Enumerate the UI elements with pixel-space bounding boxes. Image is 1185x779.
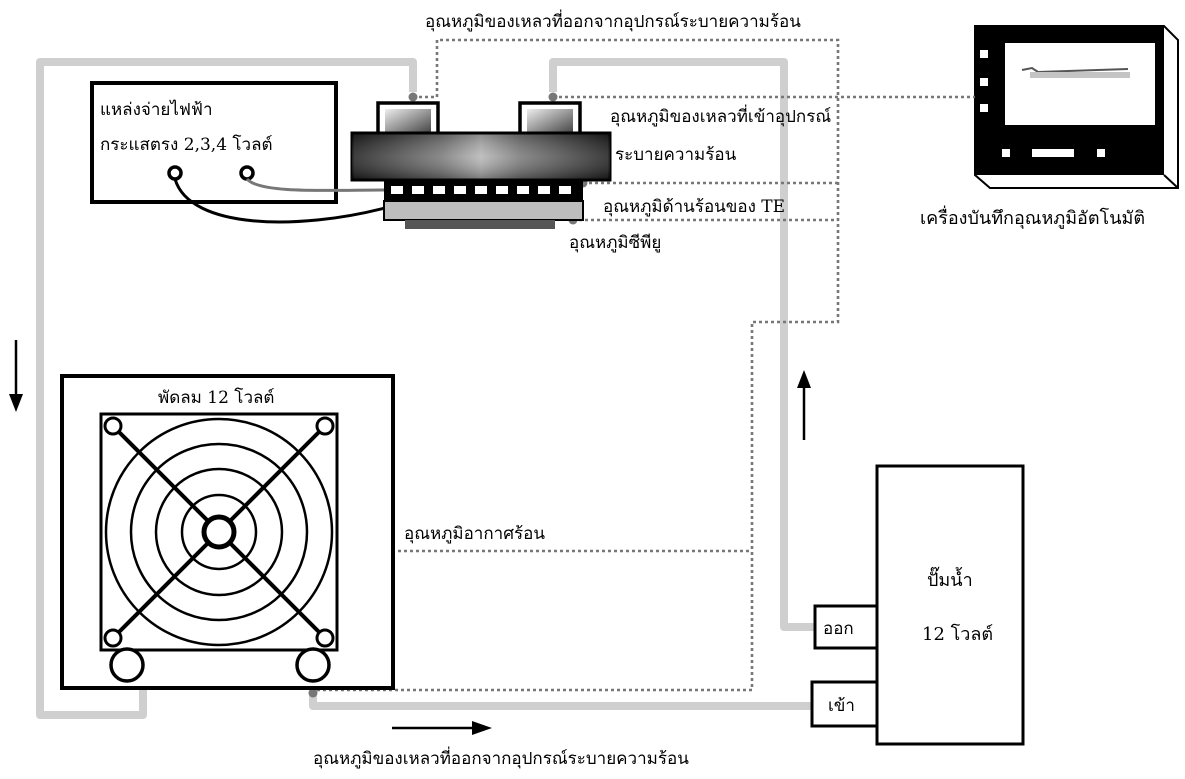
hot-air-temp-label: อุณหภูมิอากาศร้อน [404, 524, 545, 544]
outlet-temp-label-top: อุณหภูมิของเหลวที่ออกจากอุปกรณ์ระบายความ… [425, 9, 801, 32]
power-cable-grey [245, 177, 386, 192]
cpu-plate [383, 200, 584, 221]
arrow-down-icon [9, 340, 23, 412]
water-pump: ปั๊มน้ำ 12 โวลต์ ออก เข้า [810, 464, 1025, 746]
te-hot-side-temp-label: อุณหภูมิด้านร้อนของ TE [603, 197, 785, 217]
fan-screw-hole [315, 416, 335, 436]
fan-pipe-connector-right [295, 647, 331, 683]
power-supply-title: แหล่งจ่ายไฟฟ้า [100, 99, 213, 120]
inlet-temp-label-line2: ระบายความร้อน [615, 145, 737, 165]
power-terminal-positive [239, 165, 255, 181]
sensor-point-inlet [548, 92, 558, 102]
power-terminal-negative [167, 165, 183, 181]
fan-label: พัดลม 12 โวลต์ [158, 387, 274, 408]
pump-inlet-label: เข้า [828, 696, 855, 716]
data-logger-label: เครื่องบันทึกอุณหภูมิอัตโนมัติ [920, 205, 1145, 229]
fan-screw-hole [315, 628, 335, 648]
heat-exchanger-assembly [350, 101, 612, 229]
logger-graph-bar [1030, 72, 1130, 78]
fan-screw-hole [103, 416, 123, 436]
pump-outlet-port [813, 604, 879, 650]
arrow-right-icon [392, 721, 492, 735]
pump-outlet-label: ออก [823, 619, 854, 639]
power-supply: แหล่งจ่ายไฟฟ้า กระแสตรง 2,3,4 โวลต์ [90, 81, 386, 224]
logger-graph-line [1021, 66, 1129, 74]
outlet-temp-label-bottom: อุณหภูมิของเหลวที่ออกจากอุปกรณ์ระบายความ… [313, 746, 689, 769]
sensor-point-outlet [408, 92, 418, 102]
power-cable-black [173, 178, 386, 224]
pipe-right-supply [549, 58, 815, 631]
pump-voltage: 12 โวลต์ [922, 623, 993, 645]
pump-inlet-port [810, 680, 879, 728]
fan-unit: พัดลม 12 โวลต์ [60, 374, 395, 690]
sensor-wires [296, 38, 975, 692]
cpu-temp-label: อุณหภูมิซีพียู [569, 233, 661, 253]
data-logger: เครื่องบันทึกอุณหภูมิอัตโนมัติ [920, 25, 1179, 229]
power-supply-voltage: กระแสตรง 2,3,4 โวลต์ [100, 134, 273, 155]
pipe-left-return [36, 58, 417, 719]
cpu-base [405, 220, 555, 229]
inlet-temp-label-line1: อุณหภูมิของเหลวที่เข้าอุปกรณ์ [610, 104, 831, 127]
sensor-point-fan-outlet [308, 688, 318, 698]
fan-hub [201, 514, 237, 550]
pump-title: ปั๊มน้ำ [927, 566, 973, 591]
arrow-up-icon [797, 370, 811, 440]
fan-pipe-connector-left [109, 647, 145, 683]
fan-screw-hole [103, 628, 123, 648]
